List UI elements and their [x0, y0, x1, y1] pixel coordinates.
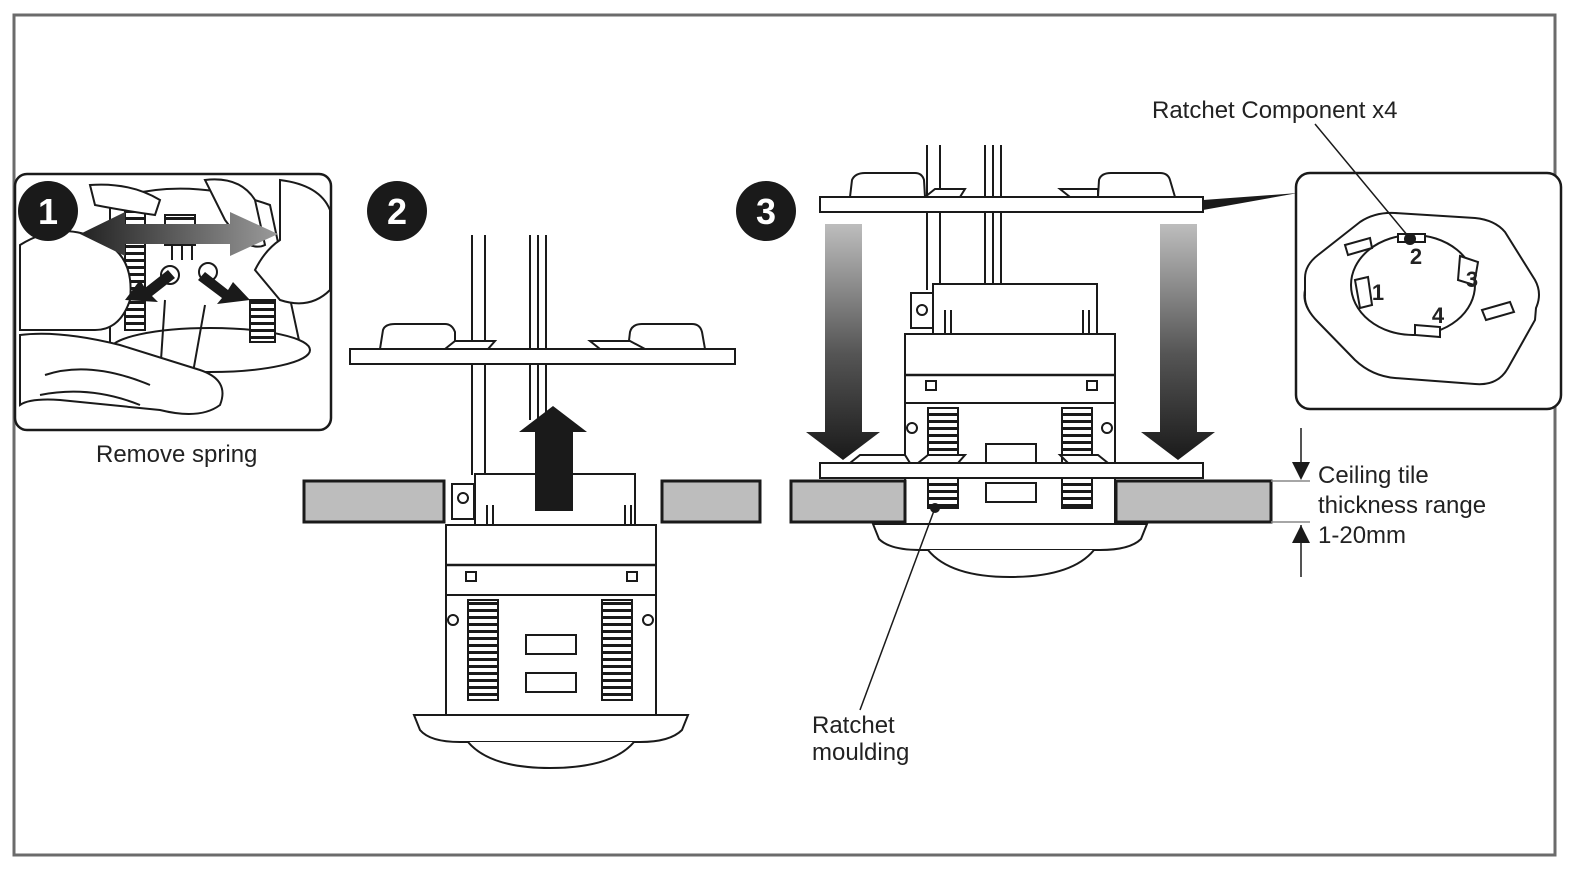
step2-panel: 2: [302, 181, 762, 770]
spread-arrow: [80, 212, 278, 256]
ratchet-highlight-dot: [1404, 233, 1416, 245]
ceiling-thickness-line1: Ceiling tile: [1318, 462, 1429, 489]
step2-sensor: [412, 473, 690, 770]
ceiling-thickness-line2: thickness range: [1318, 492, 1486, 519]
step3-ratchet-plate-bottom: [819, 454, 1204, 479]
ratchet-component-leader: [1314, 123, 1409, 237]
ratchet-component-label: Ratchet Component x4: [1152, 97, 1397, 124]
spring-out-arrows: [125, 270, 250, 304]
step2-ratchet-plate: [349, 323, 736, 365]
step2-ceiling: [302, 479, 762, 524]
step3-down-arrows: [806, 224, 1215, 460]
ratchet-pos-2: 2: [1410, 244, 1422, 269]
step2-badge-text: 2: [387, 191, 407, 232]
ratchet-pos-4: 4: [1432, 303, 1445, 328]
step2-up-arrow: [519, 406, 587, 511]
ceiling-thickness-line3: 1-20mm: [1318, 522, 1406, 549]
detail-leader-wedge: [1203, 193, 1298, 210]
step3-wires: [926, 145, 1002, 290]
ratchet-detail-inset: 1 2 3 4: [1294, 123, 1563, 411]
step3-badge-text: 3: [756, 191, 776, 232]
step1-caption: Remove spring: [96, 441, 257, 468]
step1-panel: 1: [13, 172, 333, 432]
ratchet-pos-1: 1: [1372, 280, 1384, 305]
hands-illustration: [19, 178, 331, 415]
step3-panel: 3: [736, 145, 1310, 711]
thickness-dimension: [1271, 428, 1310, 577]
outer-frame: [12, 13, 1557, 857]
step3-ratchet-plate-top: [819, 172, 1204, 213]
step2-badge: 2: [367, 181, 427, 241]
step3-sensor: [871, 283, 1149, 579]
step1-badge: 1: [18, 181, 78, 241]
ratchet-moulding-leader: [859, 503, 940, 711]
step3-ceiling: [789, 479, 1273, 524]
ratchet-moulding-line1: Ratchet: [812, 712, 895, 739]
ratchet-pos-3: 3: [1466, 267, 1478, 292]
ratchet-moulding-line2: moulding: [812, 739, 909, 766]
step1-badge-text: 1: [38, 191, 58, 232]
step3-badge: 3: [736, 181, 796, 241]
